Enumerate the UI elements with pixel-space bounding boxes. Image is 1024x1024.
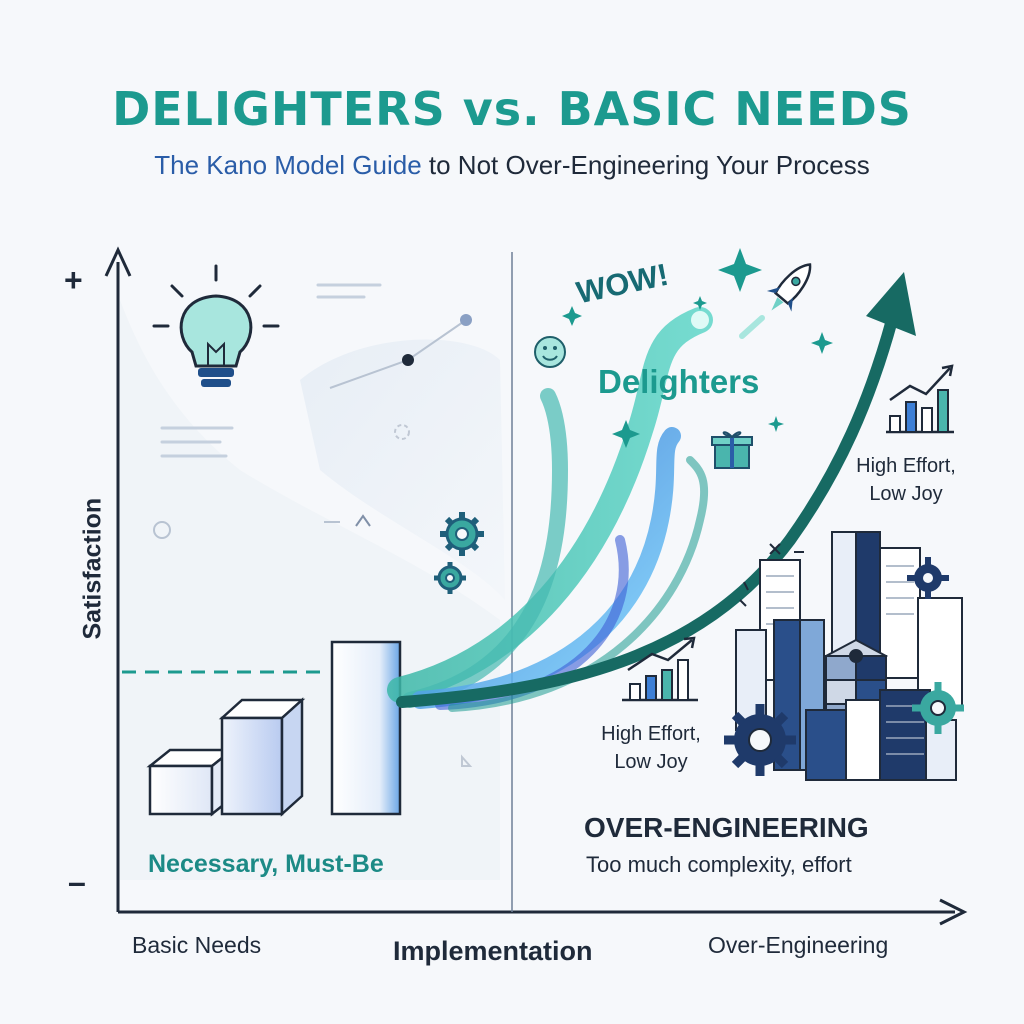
y-axis-label: Satisfaction (78, 497, 107, 640)
gear-icon-city-left (724, 704, 796, 776)
delighters-label: Delighters (598, 363, 760, 400)
y-axis (104, 246, 132, 912)
must-be-label: Necessary, Must-Be (148, 850, 384, 878)
gift-icon (711, 431, 753, 469)
gear-icon-small (434, 562, 466, 594)
y-axis-minus: – (68, 864, 86, 900)
x-label-implementation: Implementation (393, 936, 593, 966)
over-engineering-subtitle: Too much complexity, effort (586, 852, 852, 877)
city-buildings-icon (735, 531, 963, 781)
lightbulb-icon (152, 264, 280, 387)
basic-needs-bars (146, 640, 402, 817)
delighter-streams (387, 307, 713, 712)
high-effort-mid-line1: High Effort, (601, 723, 701, 745)
x-axis (118, 898, 968, 926)
sparkle-icon (562, 248, 833, 448)
gear-icon (440, 512, 484, 556)
decorative-lines (160, 283, 382, 458)
decorative-dots (153, 314, 473, 767)
high-effort-mid-line2: Low Joy (614, 751, 688, 773)
high-effort-top-line2: Low Joy (869, 483, 943, 505)
gear-icon-city-top (907, 557, 949, 599)
subtitle-accent: The Kano Model Guide (154, 150, 422, 180)
rocket-trail (739, 315, 765, 339)
bar-chart-icon-small (622, 636, 698, 702)
high-effort-note-top: High Effort, Low Joy (826, 452, 986, 508)
x-label-basic-needs: Basic Needs (132, 932, 262, 958)
y-axis-plus: + (64, 262, 83, 298)
bar-block-1 (146, 747, 236, 817)
rocket-icon (766, 263, 812, 312)
decorative-marks-city (739, 543, 804, 607)
subtitle-rest: to Not Over-Engineering Your Process (421, 150, 870, 180)
page-subtitle: The Kano Model Guide to Not Over-Enginee… (0, 150, 1024, 181)
high-effort-note-mid: High Effort, Low Joy (576, 720, 726, 776)
bar-block-2 (218, 697, 306, 817)
smiley-icon (534, 336, 566, 368)
bar-block-3 (330, 640, 402, 816)
gear-icon-city-right (912, 682, 964, 734)
bar-chart-icon (886, 364, 954, 434)
x-label-over-engineering: Over-Engineering (708, 932, 889, 958)
over-engineering-title: OVER-ENGINEERING (584, 812, 869, 843)
page-title: DELIGHTERS vs. BASIC NEEDS (112, 82, 912, 136)
high-effort-top-line1: High Effort, (856, 455, 956, 477)
